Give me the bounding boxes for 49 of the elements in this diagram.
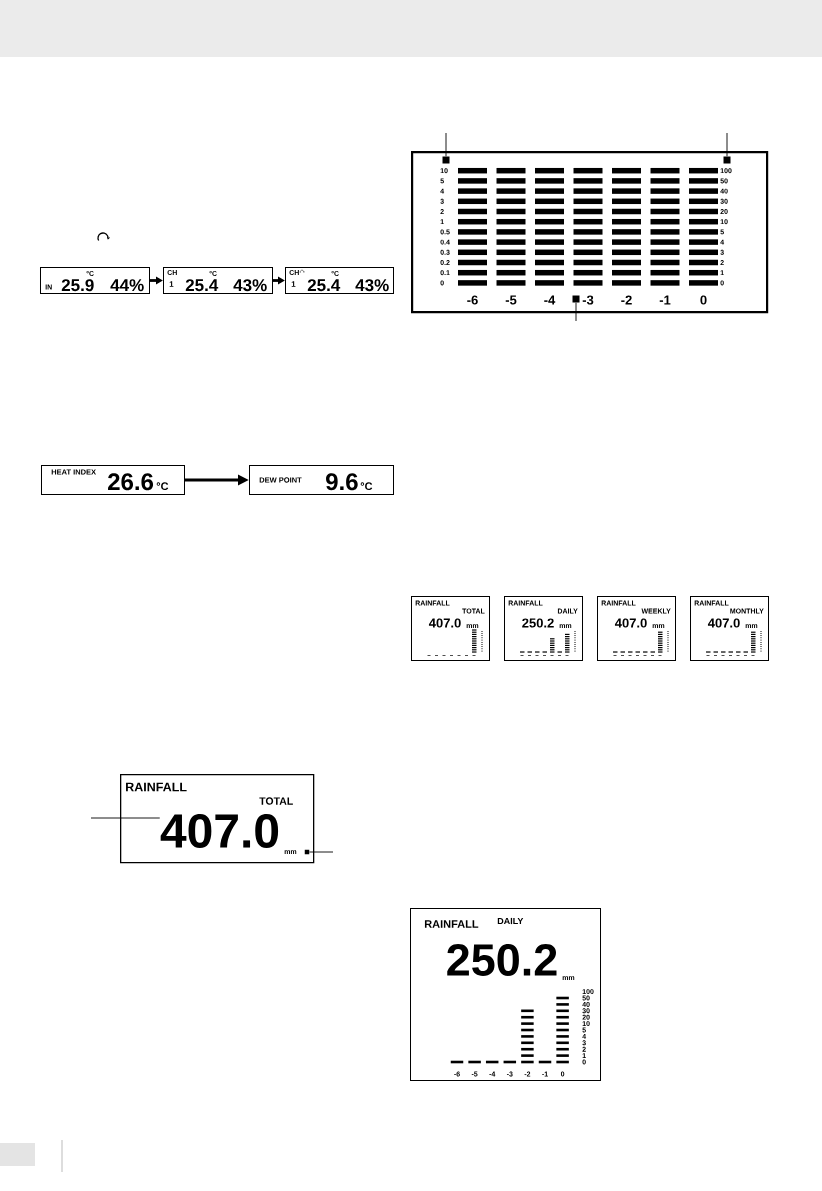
lcd-display — [163, 267, 273, 294]
lcd-display — [411, 596, 490, 661]
lcd-display — [504, 596, 583, 661]
channel-number: 1 — [169, 281, 174, 287]
indicator-square — [442, 156, 450, 164]
reading-digits: 9.6 — [326, 473, 358, 491]
reading-digits: 25.4 — [307, 279, 341, 292]
lcd-display — [690, 596, 769, 661]
lcd-display — [597, 596, 676, 661]
leader-line — [726, 132, 728, 157]
reading-digits: 43% — [355, 279, 389, 292]
mode-label: RAINFALL — [424, 920, 479, 928]
reading-digits: 407.0 — [428, 618, 461, 628]
lcd-display — [40, 267, 150, 294]
lcd-display — [249, 465, 394, 495]
scale-label: -5 — [505, 295, 517, 305]
leader-line — [309, 851, 334, 853]
reading-digits: 25.4 — [185, 279, 219, 292]
leader-line — [575, 302, 577, 322]
reading-digits: 250.2 — [522, 618, 554, 628]
scale-label: 0 — [700, 295, 707, 305]
lcd-display — [285, 267, 394, 294]
mode-label: DAILY — [497, 917, 524, 925]
reading-digits: 407.0 — [160, 814, 279, 848]
unit-label: °C — [156, 482, 169, 491]
scale-label: -4 — [544, 295, 556, 305]
leader-line — [445, 132, 447, 157]
scale-label: -2 — [621, 295, 632, 305]
reading-digits: 250.2 — [447, 944, 557, 976]
scale-label: -3 — [582, 295, 594, 305]
lcd-display — [120, 774, 315, 864]
mode-label: RAINFALL — [126, 782, 187, 792]
reading-digits: 407.0 — [614, 618, 647, 628]
scale-label: -1 — [659, 295, 671, 305]
leader-line — [90, 817, 161, 819]
mode-label: TOTAL — [259, 797, 293, 805]
lcd-display — [410, 908, 601, 1081]
indicator-square — [723, 156, 731, 164]
bar-graph-display — [411, 151, 769, 314]
scale-label: -6 — [467, 295, 478, 305]
reading-digits: 407.0 — [707, 618, 740, 628]
lcd-display — [41, 465, 185, 495]
unit-label: °C — [360, 482, 373, 491]
channel-number: 1 — [291, 281, 296, 287]
reading-digits: 43% — [233, 279, 267, 292]
reading-digits: 26.6 — [108, 473, 154, 491]
reading-digits: 25.9 — [61, 279, 94, 292]
indicator-square — [572, 295, 580, 303]
reading-digits: 44% — [110, 279, 144, 292]
